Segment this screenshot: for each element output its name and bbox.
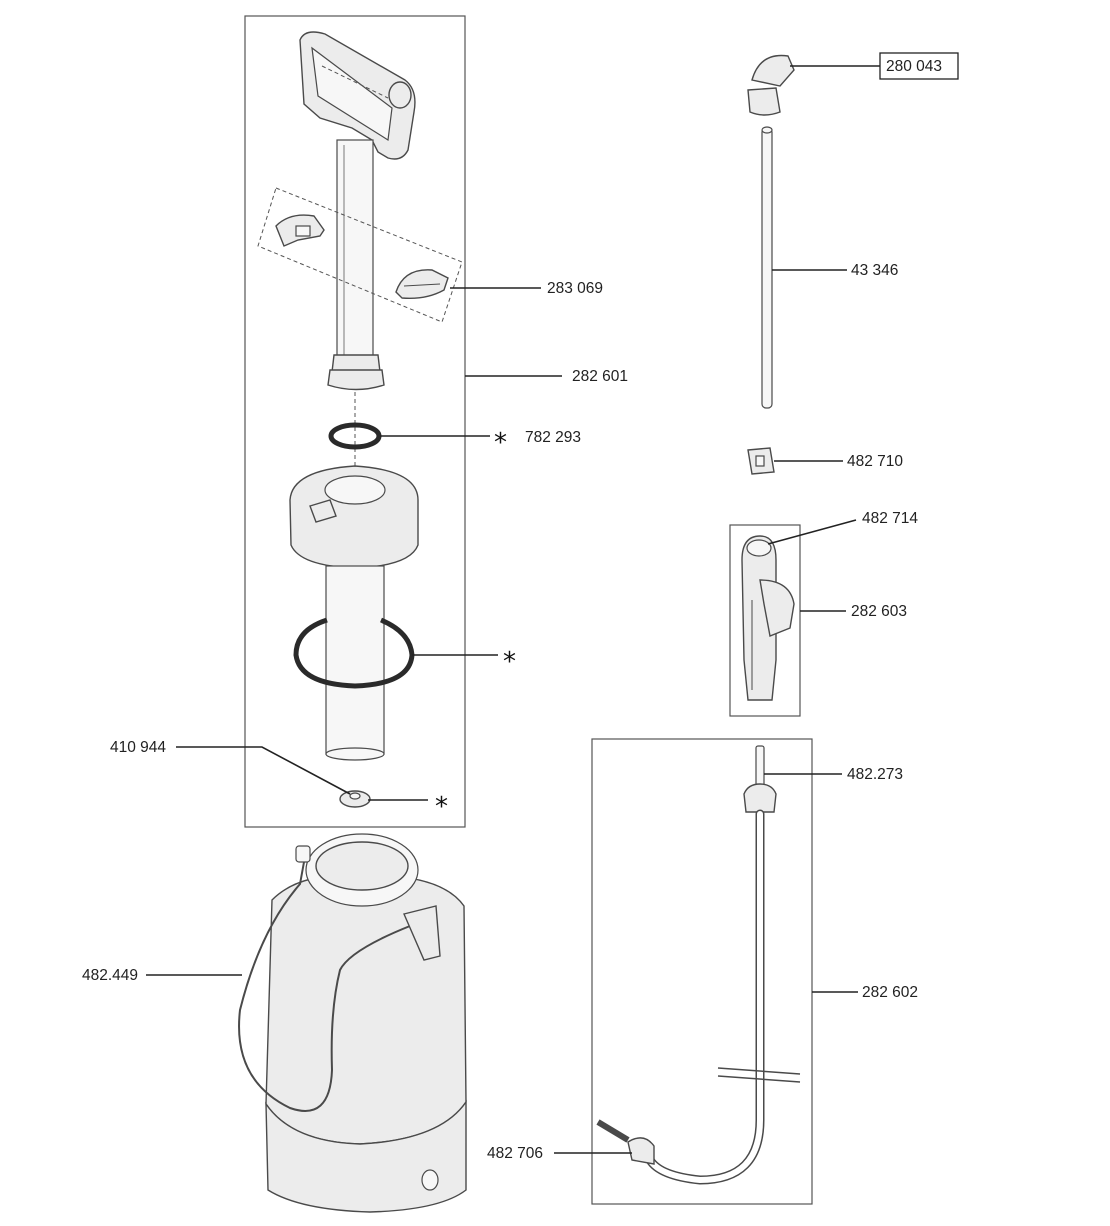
label-410944: 410 944	[110, 739, 166, 756]
label-482714: 482 714	[862, 510, 918, 527]
marker-valve-disc: *	[435, 792, 448, 822]
valve-disc-icon	[339, 790, 371, 808]
label-282602: 282 602	[862, 984, 918, 1001]
clip-left-icon	[275, 214, 325, 247]
label-43346: 43 346	[851, 262, 898, 279]
spray-handle-frame	[729, 524, 801, 717]
marker-782293: *	[494, 428, 507, 458]
pump-assembly-frame	[244, 15, 466, 828]
clip-group-outline	[257, 187, 463, 323]
tank-icon	[238, 833, 467, 1213]
label-782293: 782 293	[525, 429, 581, 446]
label-283069: 283 069	[547, 280, 603, 297]
clip-small-icon	[747, 447, 775, 475]
label-482710: 482 710	[847, 453, 903, 470]
label-280043: 280 043	[886, 58, 942, 75]
hose-assembly-frame	[591, 738, 813, 1205]
clip-right-icon	[395, 269, 449, 300]
hose-icon	[596, 745, 801, 1185]
o-ring-icon	[328, 422, 382, 450]
nozzle-icon	[747, 54, 795, 116]
label-482706: 482 706	[487, 1145, 543, 1162]
marker-seal-ring: *	[503, 647, 516, 677]
label-482449: 482.449	[82, 967, 138, 984]
pump-handle-icon	[299, 31, 416, 160]
label-282603: 282 603	[851, 603, 907, 620]
label-482273: 482.273	[847, 766, 903, 783]
leader-410944	[176, 746, 351, 795]
label-box-280043	[879, 52, 959, 80]
seal-ring-icon	[293, 617, 415, 689]
label-282601: 282 601	[572, 368, 628, 385]
pump-rod-icon	[327, 139, 385, 391]
spray-handle-icon	[741, 535, 795, 701]
pump-cylinder-icon	[289, 465, 419, 761]
lance-icon	[761, 126, 773, 409]
leader-482714	[767, 519, 857, 545]
